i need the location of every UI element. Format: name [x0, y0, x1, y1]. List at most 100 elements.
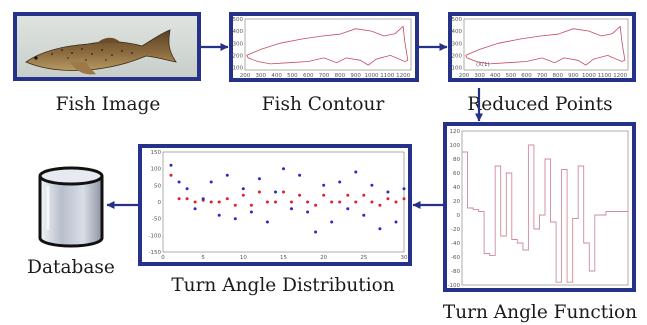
x-tick-label: 600: [521, 73, 532, 79]
y-tick-label: 60: [453, 171, 460, 177]
scatter-point-blue: [394, 220, 398, 224]
x-tick-label: 15: [280, 255, 287, 261]
y-tick-label: 400: [452, 29, 463, 35]
scatter-point-red: [249, 203, 253, 207]
x-tick-label: 300: [256, 73, 267, 79]
plot-axes: [463, 18, 629, 71]
y-tick-label: -40: [451, 241, 460, 247]
scatter-point-red: [185, 197, 189, 201]
fish-contour-label: Fish Contour: [262, 94, 385, 115]
reduced-points-frame: [448, 12, 636, 82]
contour-line: [246, 25, 409, 66]
scatter-point-blue: [282, 167, 285, 171]
y-tick-label: 300: [233, 41, 244, 47]
x-tick-label: 700: [537, 73, 548, 79]
database-label: Database: [27, 257, 115, 278]
scatter-point-red: [330, 200, 334, 204]
x-tick-label: 25: [360, 255, 367, 261]
x-tick-label: 500: [287, 73, 298, 79]
turn-angle-function-label: Turn Angle Function: [443, 302, 637, 323]
turn-angle-distribution-frame: [138, 144, 412, 266]
scatter-point-red: [177, 197, 181, 201]
scatter-point-blue: [241, 187, 245, 191]
scatter-point-blue: [265, 220, 269, 224]
y-tick-label: 200: [452, 53, 463, 59]
scatter-point-red: [306, 200, 310, 204]
scatter-point-red: [217, 200, 221, 204]
y-tick-label: -20: [451, 227, 460, 233]
y-tick-label: 500: [233, 17, 244, 23]
scatter-point-blue: [298, 173, 302, 177]
turn-angle-function-frame: [443, 122, 636, 292]
x-tick-label: 400: [271, 73, 282, 79]
x-tick-label: 1200: [613, 73, 627, 79]
x-tick-label: 10: [240, 255, 247, 261]
x-tick-label: 900: [350, 73, 361, 79]
y-tick-label: 400: [233, 29, 244, 35]
database-cylinder-icon: [38, 166, 104, 248]
y-tick-label: 100: [151, 167, 162, 173]
scatter-point-blue: [274, 190, 277, 194]
fish-contour-frame: [229, 12, 419, 82]
scatter-point-red: [274, 200, 277, 204]
scatter-point-red: [346, 193, 350, 197]
y-tick-label: 50: [154, 183, 161, 189]
y-tick-label: 100: [450, 143, 461, 149]
scatter-point-red: [298, 193, 302, 197]
scatter-point-blue: [209, 180, 213, 184]
turn-angle-distribution-label: Turn Angle Distribution: [171, 275, 394, 296]
y-tick-label: 150: [151, 150, 162, 156]
scatter-point-blue: [233, 217, 237, 221]
turn-angle-step-line: [462, 144, 628, 283]
scatter-point-red: [386, 197, 390, 201]
scatter-point-blue: [378, 227, 382, 231]
scatter-point-red: [282, 190, 285, 194]
y-tick-label: -60: [451, 255, 460, 261]
scatter-point-red: [209, 200, 213, 204]
scatter-point-red: [394, 200, 398, 204]
scatter-point-blue: [169, 163, 173, 167]
scatter-point-red: [290, 200, 293, 204]
scatter-point-red: [338, 200, 342, 204]
y-tick-label: 40: [453, 185, 460, 191]
y-tick-label: 0: [457, 213, 461, 219]
scatter-point-red: [370, 200, 374, 204]
fish-image-label: Fish Image: [56, 94, 161, 115]
scatter-point-red: [257, 190, 261, 194]
scatter-point-blue: [249, 210, 253, 214]
fish-photo: [25, 29, 177, 75]
scatter-point-red: [402, 197, 406, 201]
scatter-point-blue: [346, 207, 350, 211]
scatter-point-red: [169, 173, 173, 177]
x-tick-label: 0: [161, 255, 165, 261]
y-tick-label: 100: [452, 66, 463, 72]
y-tick-label: 500: [452, 17, 463, 23]
scatter-point-blue: [201, 197, 205, 201]
scatter-point-blue: [217, 213, 221, 217]
y-tick-label: 120: [450, 129, 461, 135]
scatter-point-blue: [185, 187, 189, 191]
scatter-point-blue: [290, 207, 293, 211]
y-tick-label: 80: [453, 157, 460, 163]
x-tick-label: 5: [201, 255, 205, 261]
x-tick-label: 900: [568, 73, 579, 79]
y-tick-label: -50: [152, 217, 161, 223]
scatter-point-red: [314, 203, 318, 207]
y-tick-label: 100: [233, 66, 244, 72]
scatter-point-red: [354, 200, 358, 204]
scatter-point-red: [225, 197, 229, 201]
x-tick-label: 800: [552, 73, 563, 79]
y-tick-label: -80: [451, 269, 460, 275]
x-tick-label: 700: [319, 73, 330, 79]
scatter-point-red: [378, 203, 382, 207]
scatter-point-blue: [338, 180, 342, 184]
scatter-point-blue: [177, 180, 181, 184]
